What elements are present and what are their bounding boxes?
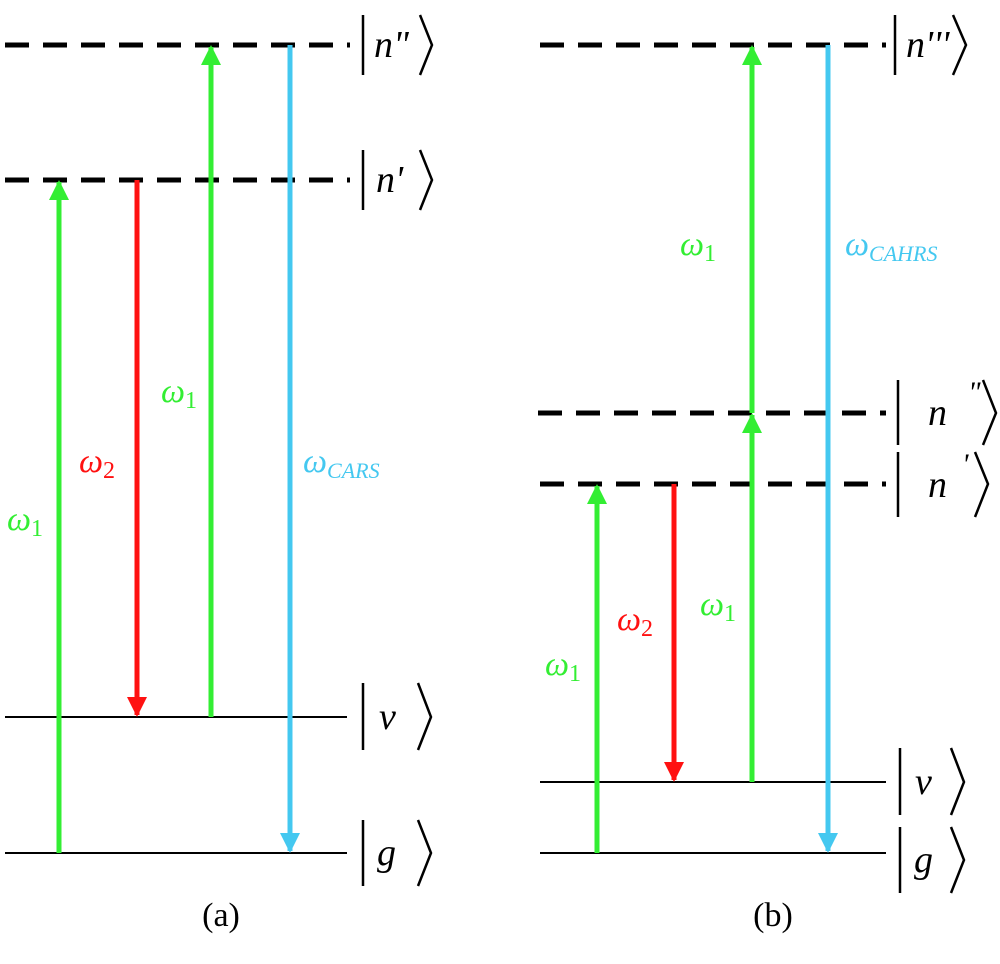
ket-v-b: v bbox=[898, 747, 966, 816]
ket-n-prime-a: n' bbox=[361, 149, 434, 211]
ket-prime-n-b2: " bbox=[968, 376, 981, 409]
ket-label-v-a: v bbox=[379, 696, 396, 738]
panel-a: n" n' v g ω1 ω2 ω1 ωCARS (a) bbox=[5, 14, 434, 934]
label-omega1-mid-a: ω1 bbox=[161, 373, 197, 414]
ket-n-triple-prime-b: n''' bbox=[893, 14, 968, 76]
ket-label-n-b2: n bbox=[928, 392, 947, 434]
label-omega1-top-b: ω1 bbox=[680, 226, 716, 267]
label-omega1-left-b: ω1 bbox=[545, 646, 581, 687]
label-omega1-mid-b: ω1 bbox=[700, 586, 736, 627]
ket-label-g-a: g bbox=[377, 832, 396, 874]
label-omega-cars-a: ωCARS bbox=[303, 443, 380, 483]
label-omega1-left-a: ω1 bbox=[7, 501, 43, 542]
ket-v-a: v bbox=[361, 682, 433, 751]
ket-label-g-b: g bbox=[914, 839, 933, 881]
ket-g-b: g bbox=[898, 826, 966, 894]
ket-label-n-b1: n bbox=[928, 464, 947, 506]
ket-n-prime-b: n ' bbox=[896, 448, 990, 518]
ket-label-n-prime-a: n' bbox=[376, 159, 404, 201]
label-omega2-b: ω2 bbox=[617, 601, 653, 642]
label-omega2-a: ω2 bbox=[79, 443, 115, 484]
caption-a: (a) bbox=[202, 897, 240, 934]
ket-g-a: g bbox=[361, 819, 433, 887]
ket-n-double-prime-b: n " bbox=[896, 376, 998, 446]
ket-label-v-b: v bbox=[915, 761, 932, 803]
ket-label-n-double-prime-a: n" bbox=[374, 24, 410, 66]
ket-n-double-prime-a: n" bbox=[361, 14, 434, 76]
ket-label-n-triple-prime-b: n''' bbox=[906, 24, 950, 66]
label-omega-cahrs-b: ωCAHRS bbox=[845, 226, 937, 266]
ket-prime-n-b1: ' bbox=[962, 448, 969, 481]
caption-b: (b) bbox=[753, 897, 793, 934]
panel-b: n''' n " n ' v g ω1 ωCAHRS ω1 ω2 ω1 bbox=[538, 14, 998, 934]
